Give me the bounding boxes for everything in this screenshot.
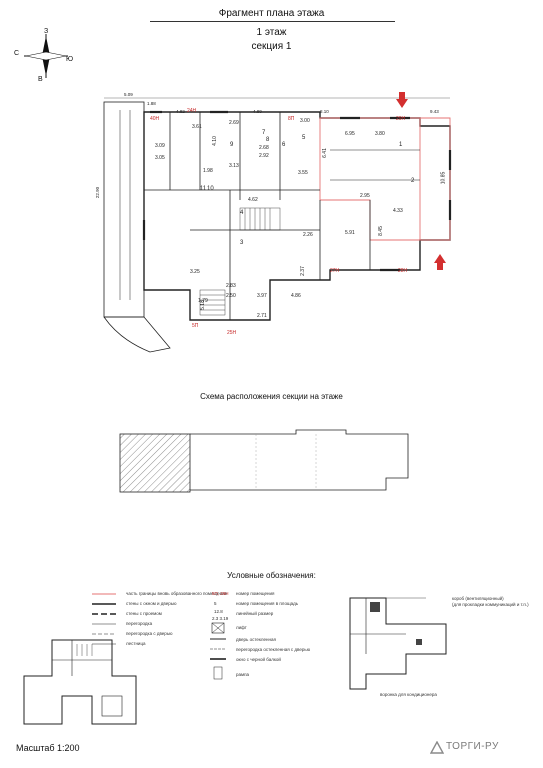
- legend-item: перегородка: [126, 621, 153, 626]
- room-area: 2.83: [226, 283, 236, 289]
- room-area: 1.98: [203, 168, 213, 174]
- entrance-arrow-icon: [396, 92, 408, 108]
- room-number: 5: [302, 135, 306, 141]
- room-area: 2.37: [299, 266, 306, 276]
- room-area: 3.61: [192, 124, 202, 130]
- floor-plan: [103, 97, 452, 353]
- unit-label: 25Н: [227, 330, 237, 336]
- legend-item: перегородка остекленная с дверью: [236, 647, 311, 652]
- legend-item: дверь остекленная: [236, 637, 276, 642]
- legend-item: номер помещения: [236, 591, 275, 596]
- dim-side: 22.90: [95, 186, 101, 199]
- room-area: 2.95: [360, 193, 370, 199]
- brand-label: ТОРГИ-РУ: [446, 741, 499, 752]
- room-area: 3.00: [300, 118, 310, 124]
- legend-item: рампа: [236, 672, 250, 677]
- legend-code: 2.3 3.19: [212, 616, 229, 621]
- unit-label: 5П: [192, 323, 199, 329]
- room-number: 2: [411, 178, 415, 184]
- section-location-schema: [119, 429, 409, 493]
- compass-south-label: В: [38, 76, 43, 83]
- dim-top-3: 4.82: [176, 109, 185, 114]
- room-number: 4: [240, 210, 244, 216]
- unit-label: 8П: [288, 116, 295, 122]
- room-area: 3.25: [190, 269, 200, 275]
- legend-item: окно с черной балкой: [236, 657, 281, 662]
- room-area: 3.55: [298, 170, 308, 176]
- room-area: 1.79: [198, 298, 208, 304]
- unit-label: 29Н: [396, 116, 406, 122]
- room-area: 5.91: [345, 230, 355, 236]
- compass-north-label: З: [44, 28, 49, 35]
- compass-icon: [24, 34, 68, 78]
- room-area: 10.85: [440, 171, 447, 185]
- legend-code: 5П, 26Н: [212, 591, 229, 596]
- legend-item: стены с окном и дверью: [126, 601, 177, 606]
- legend-item: (для прокладки коммуникаций и т.п.): [452, 602, 529, 607]
- legend-item: линейный размер: [236, 611, 274, 616]
- room-number: 1: [399, 142, 403, 148]
- section-label: секция 1: [251, 41, 292, 52]
- room-area: 2.68: [259, 145, 269, 151]
- dim-top-4: 4.80: [253, 109, 262, 114]
- room-area: 4.62: [248, 197, 258, 203]
- legend-symbols-left: [92, 593, 116, 645]
- room-number: 11: [200, 186, 207, 192]
- legend-item: короб (вентиляционный): [452, 596, 504, 601]
- unit-label: 40Н: [150, 116, 160, 122]
- legend-item: воронка для кондиционера: [380, 692, 437, 697]
- schema-title: Схема расположения секции на этаже: [200, 392, 343, 401]
- room-number: 9: [230, 142, 234, 148]
- room-area: 6.95: [345, 131, 355, 137]
- legend-item: лифт: [236, 625, 247, 630]
- compass-east-label: Ю: [66, 56, 74, 63]
- legend-item: лестница: [126, 641, 146, 646]
- room-area: 4.10: [211, 136, 218, 146]
- dim-top-2: 1.88: [147, 101, 156, 106]
- floor-label: 1 этаж: [256, 27, 287, 38]
- legend-code: 12.8: [214, 609, 223, 614]
- title-underline: [150, 21, 395, 22]
- room-area: 2.26: [303, 232, 313, 238]
- room-number: 6: [282, 142, 286, 148]
- legend-item: стены с проемом: [126, 611, 162, 616]
- unit-label: 27Н: [330, 268, 340, 274]
- room-number: 8: [266, 137, 270, 143]
- room-area: 2.92: [259, 153, 269, 159]
- legend-item: часть границы вновь образованного помеще…: [126, 591, 228, 596]
- room-area: 4.86: [291, 293, 301, 299]
- dim-top-6: 9.43: [430, 109, 439, 114]
- scale-label: Масштаб 1:200: [16, 743, 80, 753]
- room-area: 3.80: [375, 131, 385, 137]
- room-number: 3: [240, 240, 244, 246]
- compass-west-label: С: [14, 50, 20, 57]
- legend-symbols-mid: [210, 622, 226, 680]
- room-area: 3.09: [155, 143, 165, 149]
- legend-title: Условные обозначения:: [227, 571, 316, 580]
- legend-mini-plan-right: [349, 597, 447, 690]
- room-number: 10: [207, 186, 214, 192]
- room-area: 2.71: [257, 313, 267, 319]
- legend-code: 5: [214, 601, 217, 606]
- page-title: Фрагмент плана этажа: [218, 8, 325, 19]
- dim-top-5: 8.10: [320, 109, 329, 114]
- unit-label: 24Н: [187, 108, 197, 114]
- room-area: 2.50: [226, 293, 236, 299]
- legend-item: номер помещения в площадь: [236, 601, 299, 606]
- legend-item: перегородка с дверью: [126, 631, 173, 636]
- room-area: 2.69: [229, 120, 239, 126]
- room-area: 3.13: [229, 163, 239, 169]
- torgi-logo-icon: [430, 741, 444, 754]
- dim-top-1: 5.09: [124, 92, 133, 97]
- unit-label: 28Н: [398, 268, 408, 274]
- room-area: 4.33: [393, 208, 403, 214]
- entrance-arrow-icon: [434, 254, 446, 270]
- room-number: 7: [262, 130, 266, 136]
- room-area: 8.45: [377, 226, 384, 236]
- room-area: 6.41: [321, 148, 328, 158]
- legend-mini-plan-left: [23, 639, 137, 725]
- room-area: 3.97: [257, 293, 267, 299]
- room-area: 3.05: [155, 155, 165, 161]
